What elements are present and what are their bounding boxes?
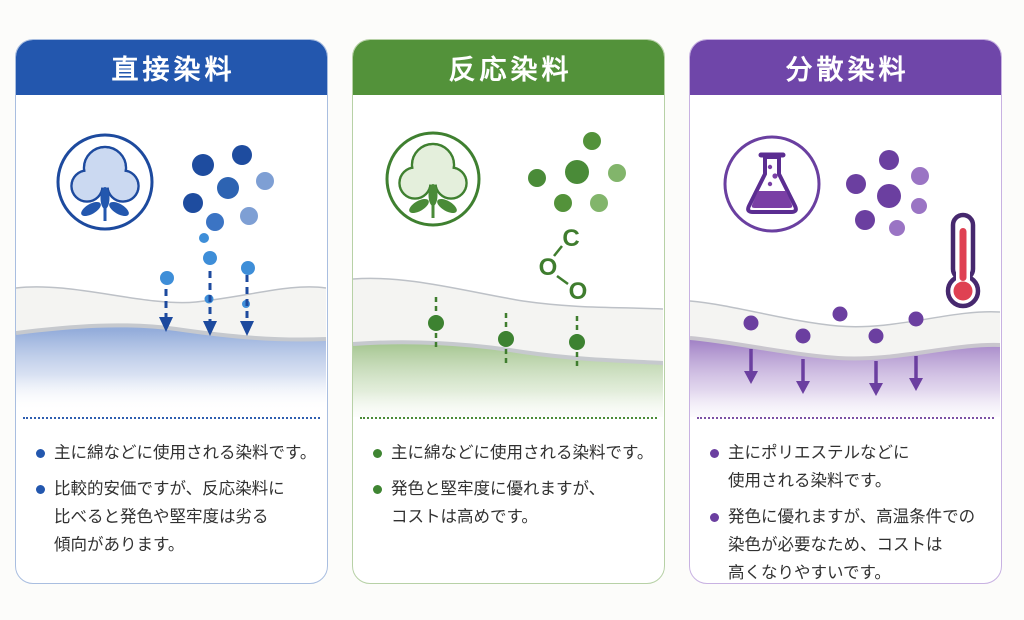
fabric-surface	[16, 286, 326, 411]
dye-comparison-diagram: 直接染料	[15, 39, 1002, 584]
atom-label: C	[562, 225, 579, 252]
dye-card-direct: 直接染料	[15, 39, 328, 584]
bullet-item: 主に綿などに使用される染料です。	[36, 439, 319, 467]
bullet-dot	[710, 449, 719, 458]
dye-dots-on-fabric	[743, 306, 924, 344]
dye-dots	[846, 150, 929, 236]
bullet-text: 発色と堅牢度に優れますが、 コストは高めです。	[391, 480, 606, 527]
fabric-surface	[690, 300, 1000, 417]
dotted-divider	[697, 417, 994, 419]
bullet-dot	[36, 449, 45, 458]
bullet-text: 主に綿などに使用される染料です。	[391, 444, 654, 462]
bullet-dot	[373, 485, 382, 495]
card-title: 直接染料	[111, 55, 236, 85]
bullet-dot	[710, 513, 719, 523]
bullet-list: 主に綿などに使用される染料です。 比較的安価ですが、反応染料に 比べると発色や堅…	[16, 419, 327, 567]
cotton-icon	[385, 131, 481, 227]
bullet-dot	[373, 449, 382, 458]
disperse-dye-svg	[690, 135, 1000, 417]
card-title: 分散染料	[785, 55, 910, 85]
bullet-text: 主にポリエステルなどに 使用される染料です。	[728, 444, 910, 491]
card-title: 反応染料	[448, 55, 573, 85]
bullet-item: 主に綿などに使用される染料です。	[373, 439, 656, 467]
bullet-item: 主にポリエステルなどに 使用される染料です。	[710, 439, 993, 495]
thermometer-icon	[945, 212, 981, 309]
bullet-list: 主に綿などに使用される染料です。 発色と堅牢度に優れますが、 コストは高めです。	[353, 419, 664, 539]
dye-dots	[528, 132, 626, 212]
atom-label: O	[539, 254, 558, 281]
bullet-text: 比較的安価ですが、反応染料に 比べると発色や堅牢度は劣る 傾向があります。	[54, 480, 285, 555]
dotted-divider	[23, 417, 320, 419]
bullet-list: 主にポリエステルなどに 使用される染料です。 発色に優れますが、高温条件での 染…	[690, 419, 1001, 583]
card-header-disperse: 分散染料	[690, 40, 1001, 95]
bonded-dye-dots	[428, 297, 585, 366]
fabric-surface	[353, 277, 663, 417]
dotted-divider	[360, 417, 657, 419]
bullet-text: 主に綿などに使用される染料です。	[54, 444, 317, 462]
bullet-item: 発色に優れますが、高温条件での 染色が必要なため、コストは 高くなりやすいです。	[710, 503, 993, 583]
bullet-item: 発色と堅牢度に優れますが、 コストは高めです。	[373, 475, 656, 531]
dye-card-reactive: 反応染料	[352, 39, 665, 584]
bullet-text: 発色に優れますが、高温条件での 染色が必要なため、コストは 高くなりやすいです。	[728, 508, 976, 583]
cotton-icon	[56, 133, 154, 231]
chemical-bond-group: C O O	[539, 225, 588, 305]
atom-label: O	[569, 278, 588, 305]
reactive-dye-illustration: C O O	[353, 95, 664, 417]
dye-card-disperse: 分散染料	[689, 39, 1002, 584]
card-header-reactive: 反応染料	[353, 40, 664, 95]
penetration-arrows	[744, 349, 923, 396]
direct-dye-illustration	[16, 95, 327, 417]
flask-icon	[723, 135, 821, 233]
penetration-arrows	[159, 271, 254, 336]
card-header-direct: 直接染料	[16, 40, 327, 95]
bullet-dot	[36, 485, 45, 495]
direct-dye-svg	[16, 133, 326, 411]
reactive-dye-svg: C O O	[353, 131, 663, 417]
disperse-dye-illustration	[690, 95, 1001, 417]
bullet-item: 比較的安価ですが、反応染料に 比べると発色や堅牢度は劣る 傾向があります。	[36, 475, 319, 559]
dye-dots	[160, 145, 274, 308]
